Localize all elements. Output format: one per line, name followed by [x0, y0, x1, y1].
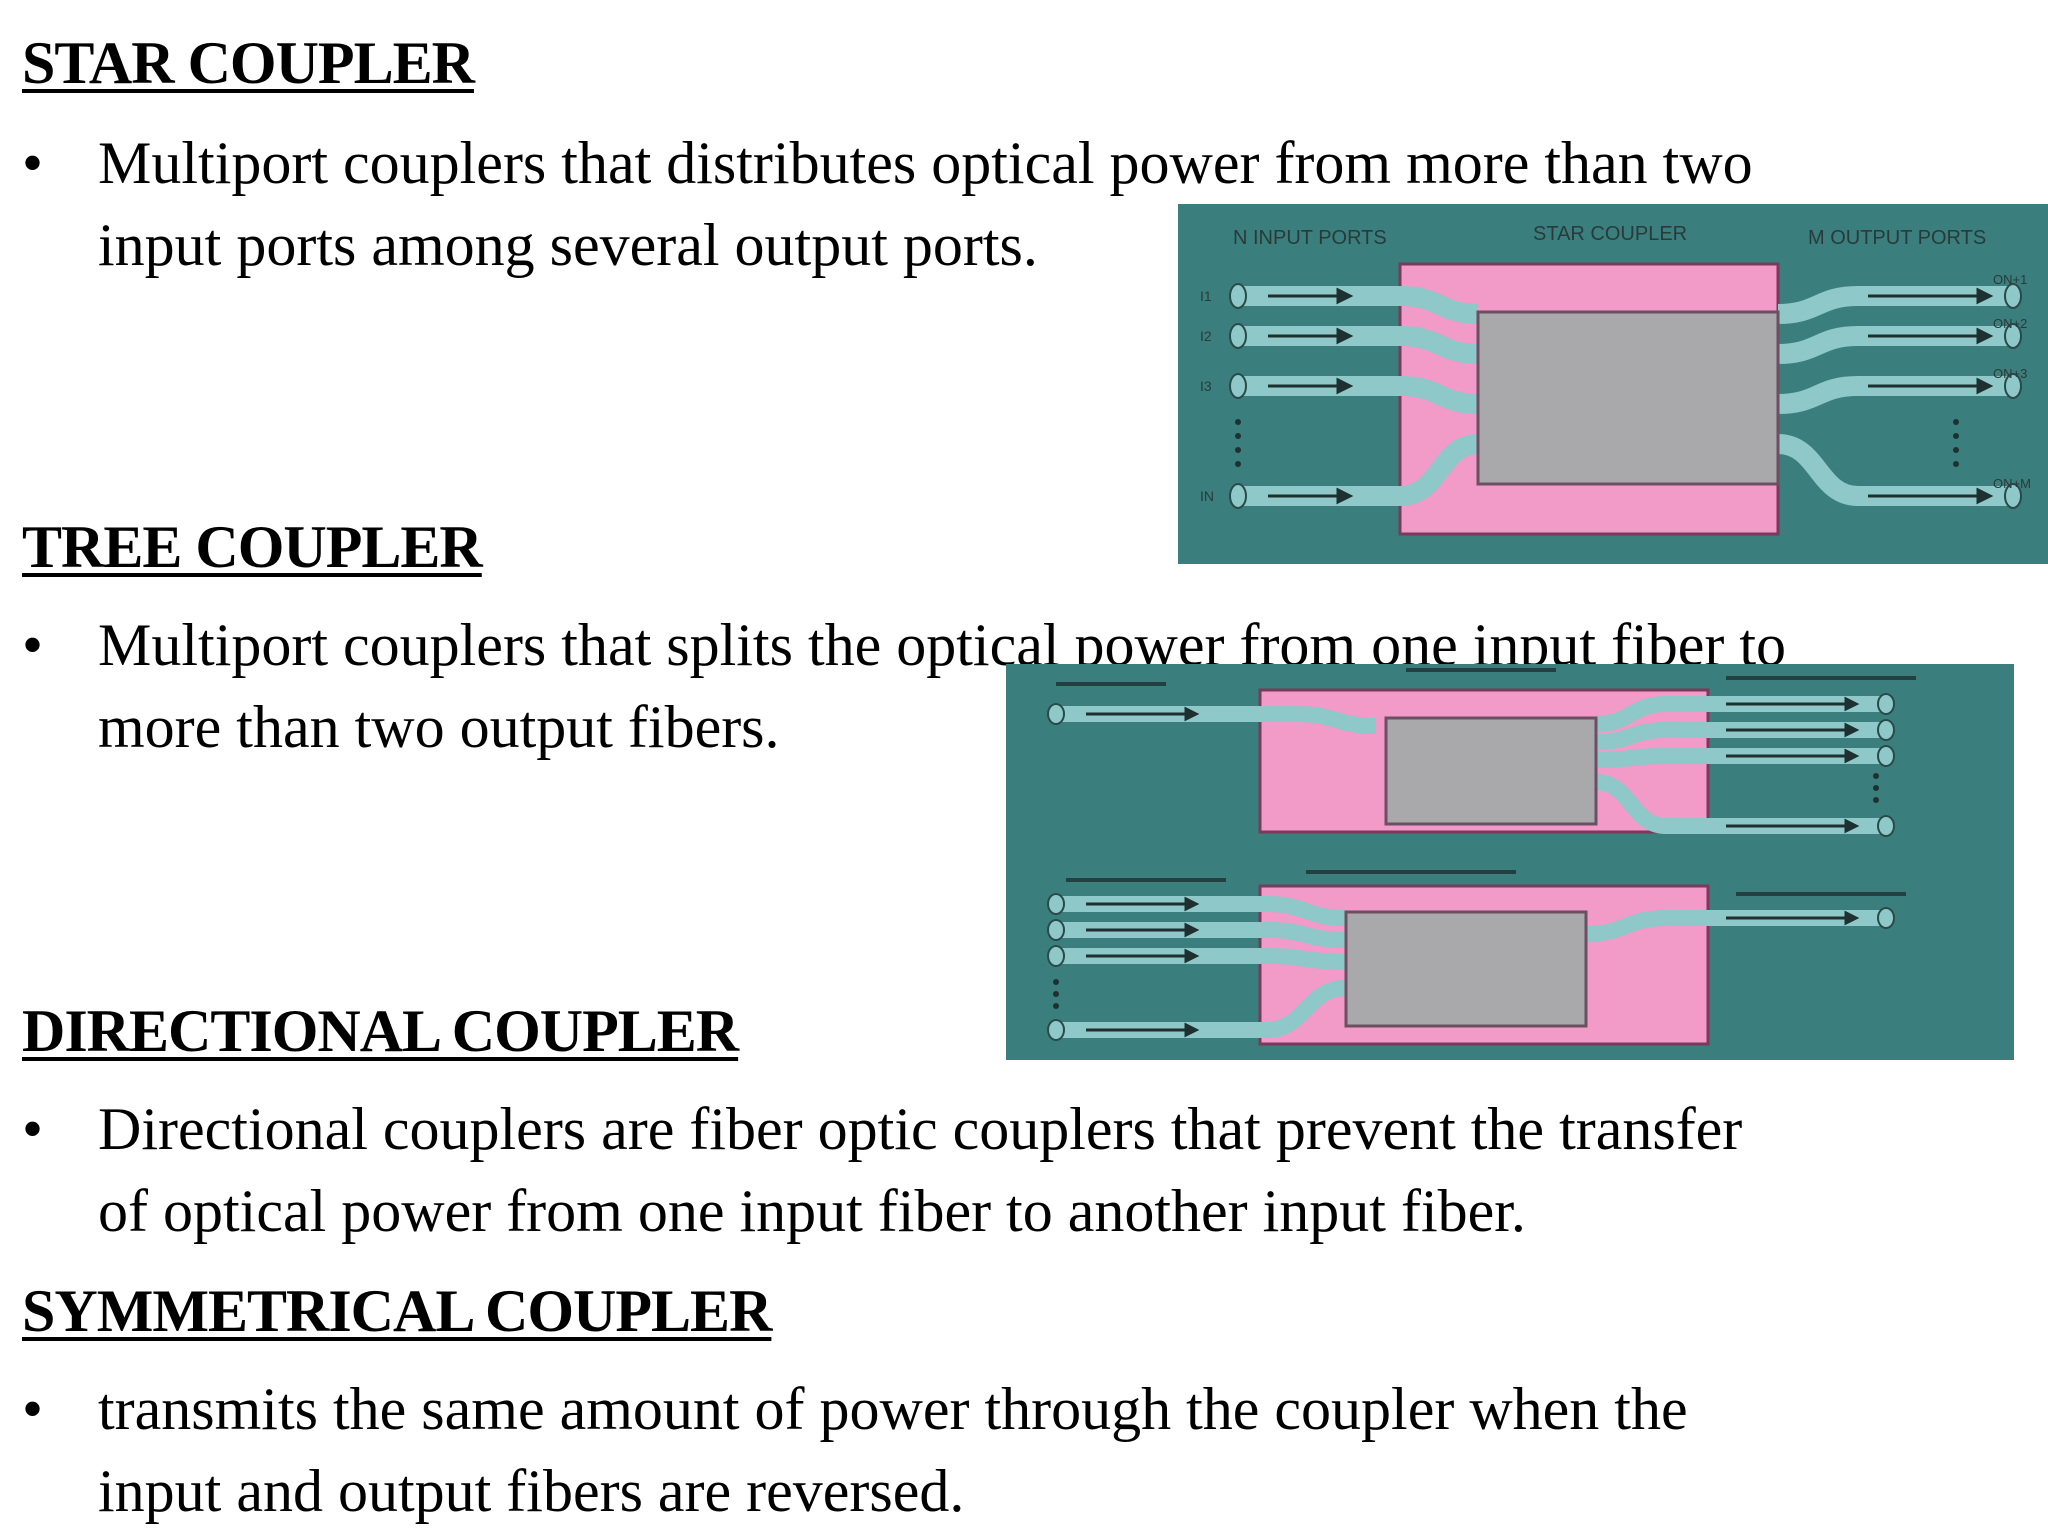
bullet-dot: • [22, 1096, 44, 1162]
output-port [2004, 373, 2022, 399]
output-fiber [1595, 748, 1886, 768]
bullet-text-line: Directional couplers are fiber optic cou… [98, 1096, 1743, 1162]
input-port [1047, 1019, 1065, 1041]
input-port [1229, 373, 1247, 399]
label-output-ports: M OUTPUT PORTS [1808, 227, 1986, 249]
input-fibers [1238, 286, 2013, 506]
output-port [1877, 815, 1895, 837]
output-fiber [1595, 696, 1886, 732]
input-port [1047, 893, 1065, 915]
input-fiber [1056, 896, 1347, 926]
output-label: ON+3 [1993, 366, 2027, 381]
output-fiber [1777, 326, 2013, 364]
heading-directional-coupler: DIRECTIONAL COUPLER [22, 998, 739, 1064]
output-port [2004, 283, 2022, 309]
heading-star-coupler: STAR COUPLER [22, 30, 475, 96]
direction-arrows [1268, 287, 1994, 505]
bullet-dot: • [22, 1376, 44, 1442]
output-port [1877, 907, 1895, 929]
bullet-text-line: input and output fibers are reversed. [98, 1458, 965, 1524]
input-fiber [1238, 376, 1479, 414]
bullet-text-line: more than two output fibers. [98, 694, 780, 760]
bullet-text-line: input ports among several output ports. [98, 212, 1038, 278]
output-fiber [1585, 910, 1886, 942]
continuation-dots [1235, 419, 1959, 467]
output-port [1877, 693, 1895, 715]
output-label: ON+M [1993, 476, 2031, 491]
input-fiber [1056, 980, 1347, 1038]
label-input-ports: N INPUT PORTS [1233, 227, 1387, 249]
tree-fibers-upper [1056, 696, 1886, 834]
coupler-core [1384, 716, 1598, 826]
input-port [1229, 283, 1247, 309]
input-fiber [1056, 922, 1347, 948]
input-label: I1 [1200, 288, 1212, 304]
input-label: I3 [1200, 378, 1212, 394]
port-ends [1047, 693, 1895, 1041]
illegible-labels [1056, 668, 1916, 896]
input-fiber [1238, 326, 1479, 364]
output-fiber [1777, 376, 2013, 414]
input-fiber [1056, 948, 1347, 970]
input-fiber [1238, 286, 1479, 324]
continuation-dots [1053, 773, 1879, 1009]
output-fiber [1777, 434, 2013, 506]
input-fiber [1238, 434, 1480, 506]
input-port [1047, 919, 1065, 941]
input-port [1229, 483, 1247, 509]
input-port [1047, 703, 1065, 725]
label-star-coupler: STAR COUPLER [1533, 223, 1687, 245]
input-port [1047, 945, 1065, 967]
output-label: ON+1 [1993, 272, 2027, 287]
bullet-dot: • [22, 130, 44, 196]
direction-arrows [1086, 696, 1860, 1038]
heading-symmetrical-coupler: SYMMETRICAL COUPLER [22, 1278, 772, 1344]
output-port [1877, 719, 1895, 741]
heading-tree-coupler: TREE COUPLER [22, 514, 483, 580]
bullet-text-line: Multiport couplers that distributes opti… [98, 130, 1753, 196]
output-label: ON+2 [1993, 316, 2027, 331]
output-fiber [1777, 286, 2013, 324]
input-port [1229, 323, 1247, 349]
input-fiber [1056, 706, 1377, 734]
input-label: I2 [1200, 328, 1212, 344]
input-label: IN [1200, 488, 1214, 504]
port-ends [1229, 283, 2022, 509]
output-fiber [1595, 722, 1886, 750]
tree-coupler-diagram [1006, 664, 2014, 1060]
output-port [1877, 745, 1895, 767]
coupler-core [1344, 910, 1588, 1028]
bullet-dot: • [22, 612, 44, 678]
bullet-text-line: transmits the same amount of power throu… [98, 1376, 1688, 1442]
output-port [2004, 323, 2022, 349]
tree-fibers-lower [1056, 896, 1886, 1038]
coupler-core [1476, 310, 1780, 486]
output-fiber [1595, 774, 1886, 834]
tree-coupler-svg [1006, 664, 2014, 1060]
star-coupler-svg: N INPUT PORTS STAR COUPLER M OUTPUT PORT… [1178, 204, 2048, 564]
star-coupler-diagram: N INPUT PORTS STAR COUPLER M OUTPUT PORT… [1178, 204, 2048, 564]
output-port [2004, 483, 2022, 509]
bullet-text-line: of optical power from one input fiber to… [98, 1178, 1526, 1244]
